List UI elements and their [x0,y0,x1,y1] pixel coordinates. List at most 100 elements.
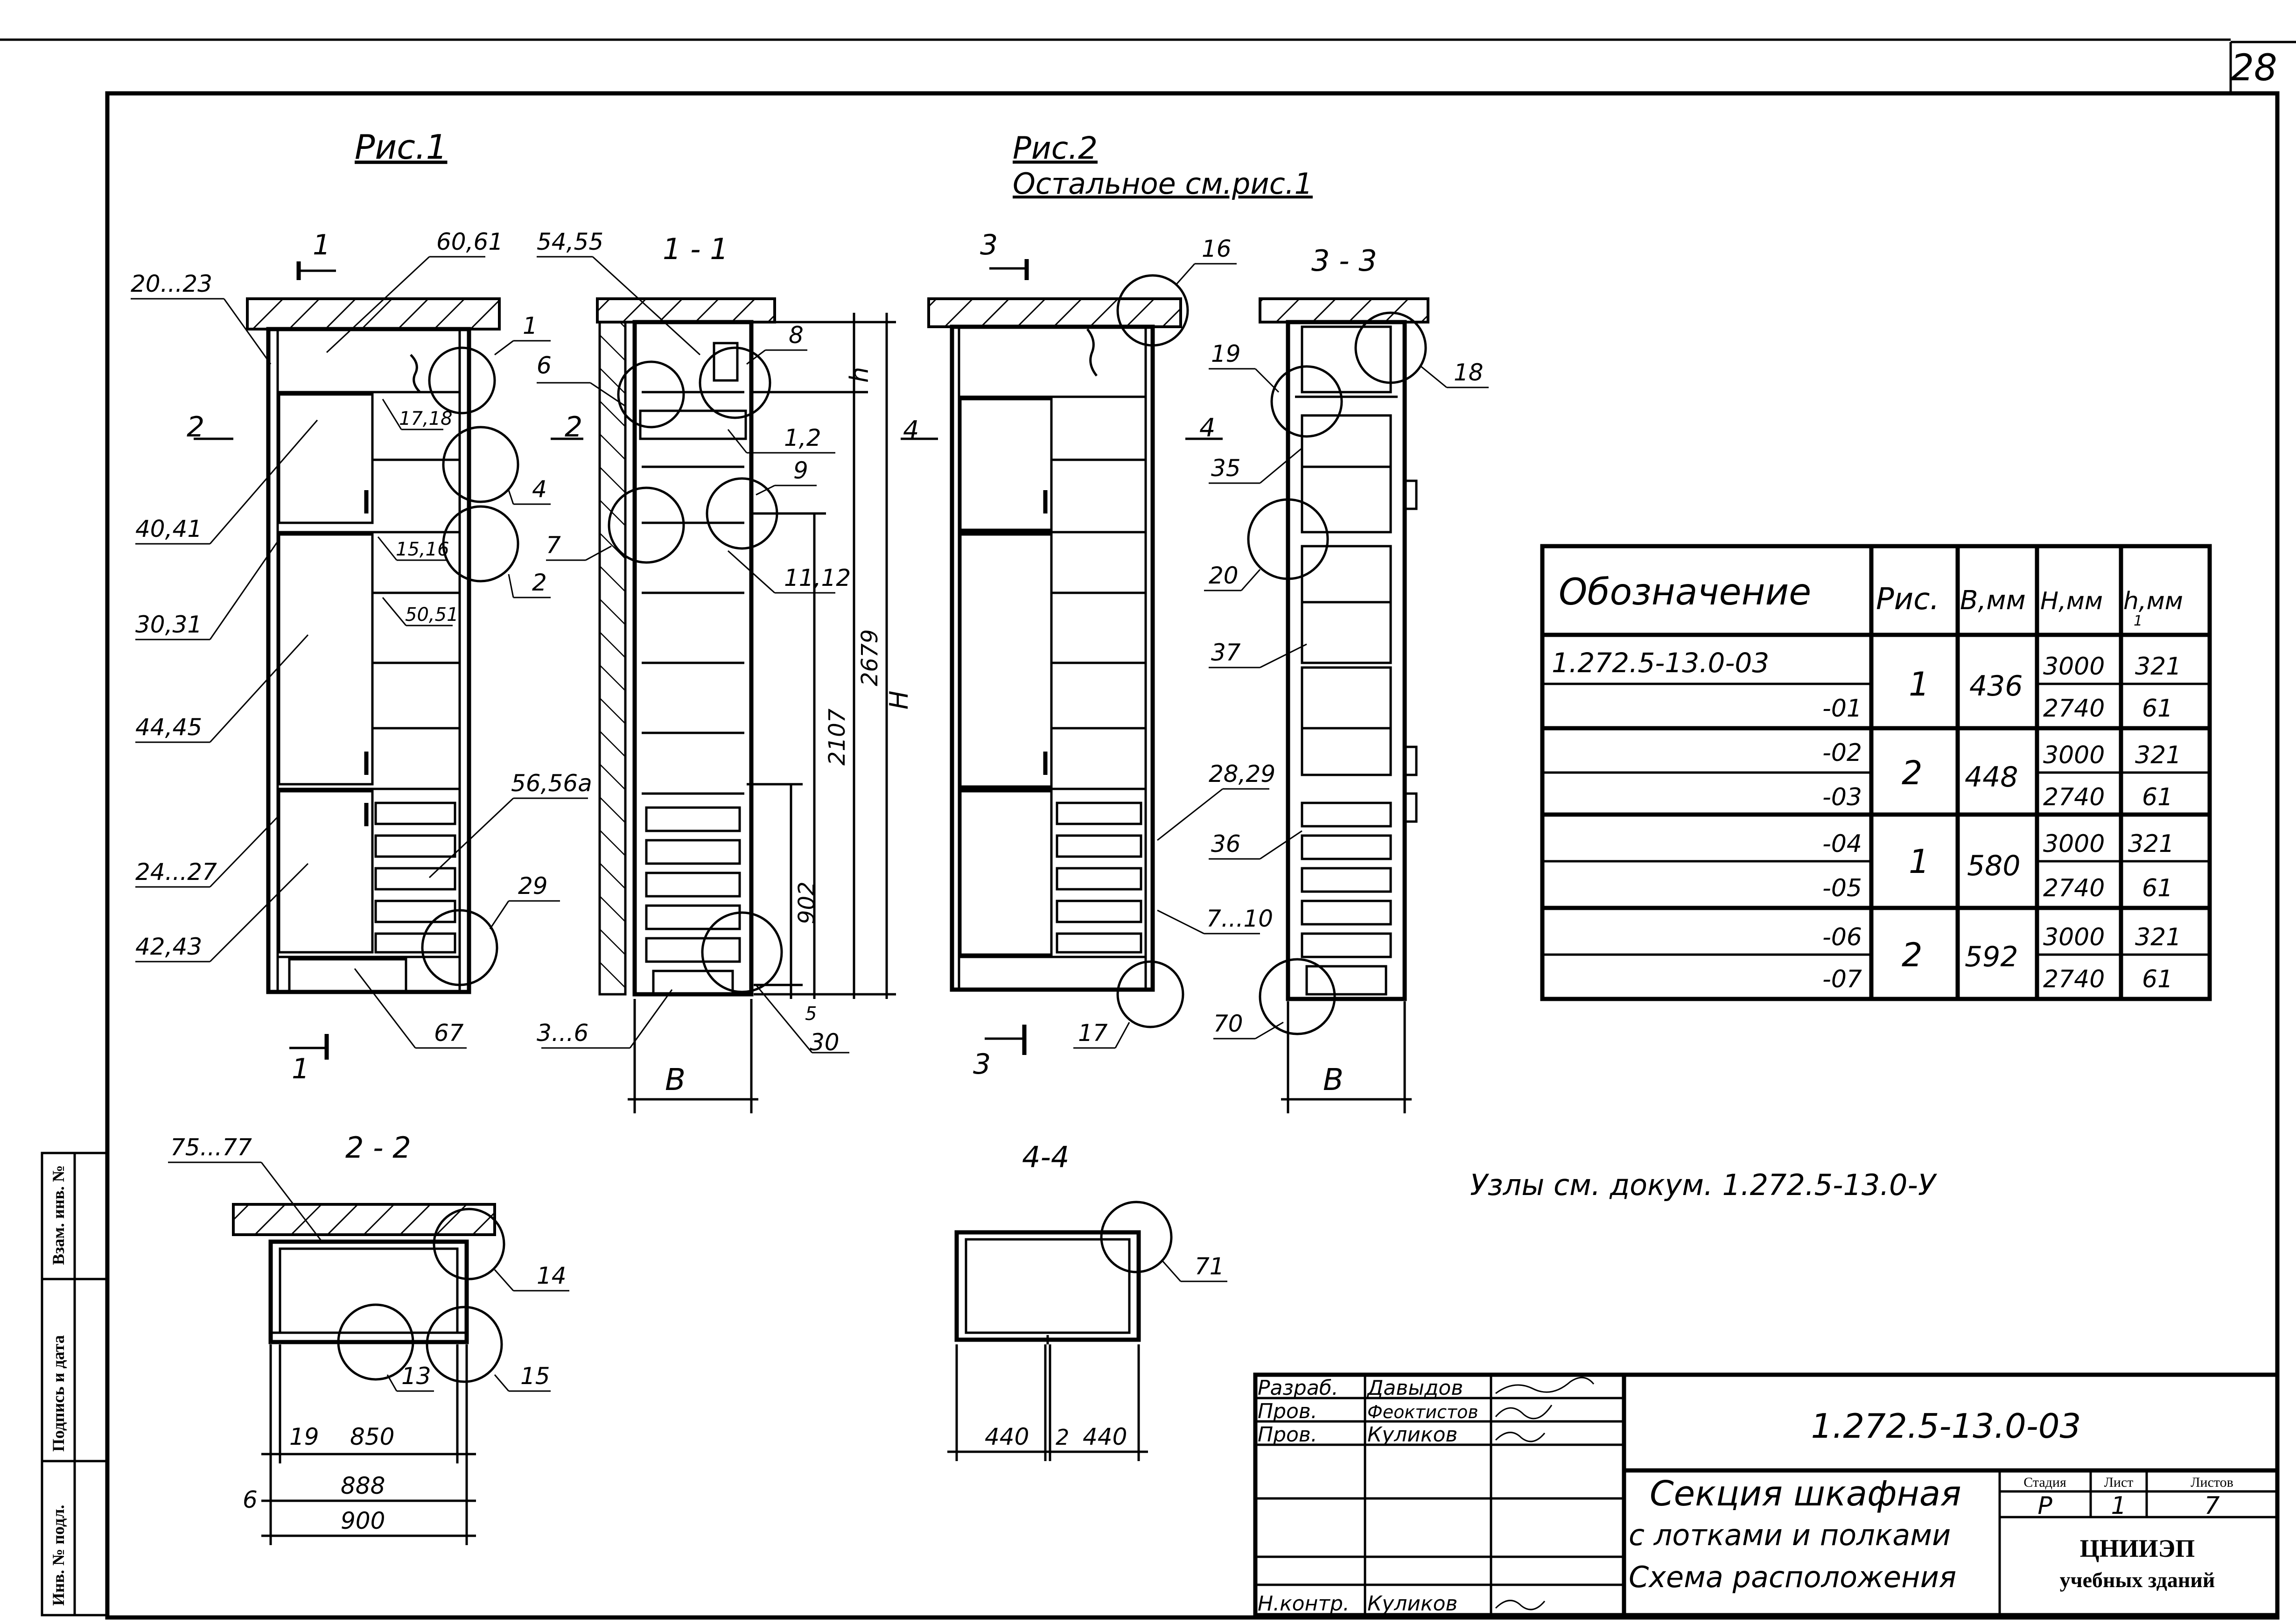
table-group-0-B: 436 [1969,670,2023,703]
table-row-7-code: -07 [1822,965,1862,993]
section-3-3-callout-7-10: 7...10 [1206,905,1273,932]
section-3-3-callout-35: 35 [1211,455,1241,482]
fig1-callout-20-23: 20...23 [131,270,212,297]
table-row-3-h: 61 [2142,783,2173,811]
section-4-4-dim-440-left: 440 [985,1423,1029,1450]
table-row-4-code: -04 [1822,830,1862,858]
title-sheet-value: 1 [2111,1492,2126,1520]
signature-marks [1495,1377,1595,1610]
table-row-7-h: 61 [2142,965,2173,993]
fig1-title: Рис.1 [355,127,448,167]
fig1-callout-4: 4 [532,476,547,503]
title-document-code: 1.272.5-13.0-03 [1811,1406,2081,1446]
table-group-1-B: 448 [1965,761,2018,794]
fig2-section-mark-3-top: 3 [980,229,998,261]
fig2-title: Рис.2 [1013,130,1098,166]
section-1-1-shelves [642,465,744,795]
fig1-callout-2: 2 [532,569,547,596]
section-1-1-callout-6: 6 [537,352,552,379]
section-1-1-callout-9: 9 [793,457,808,484]
title-name-checker-1: Феоктистов [1367,1402,1478,1422]
section-1-1-dim-B: B [665,1063,686,1097]
section-1-1-title: 1 - 1 [663,232,728,266]
section-2-2-callout-13: 13 [401,1363,431,1390]
fig1-section-mark-2-right: 2 [565,411,582,443]
fig1-section-mark-1-bottom: 1 [292,1053,309,1085]
section-1-1-dim-5: 5 [805,1003,817,1025]
side-stamp-orig-label: Инв. № подл. [49,1505,68,1606]
table-row-3-code: -03 [1822,783,1862,811]
title-role-norm-control: Н.контр. [1258,1592,1350,1616]
fig1-callout-6: 6 [537,352,552,379]
title-organization-line-2: учебных зданий [2060,1568,2215,1592]
section-1-1-callout-7: 7 [546,532,561,559]
fig1-section-mark-2-left: 2 [187,411,204,443]
section-3-3-callout-28-29: 28,29 [1209,760,1275,787]
side-stamp: Взам. инв. № Подпись и дата Инв. № подл. [41,1152,109,1617]
section-1-1-dim-2679: 2679 [857,629,883,686]
fig2-section-mark-3-bottom: 3 [973,1048,991,1081]
section-3-3-callout-70: 70 [1213,1010,1243,1037]
title-name-developer: Давыдов [1366,1376,1463,1400]
fig1-callout-15-16: 15,16 [396,539,449,560]
title-block: Разраб. Пров. Пров. Н.контр. Давыдов Фео… [1253,1372,2280,1617]
section-2-2-callout-14: 14 [537,1262,567,1289]
title-sheets-value: 7 [2204,1492,2219,1520]
section-1-1-callout-1-2: 1,2 [784,424,821,451]
fig1-callout-17-18: 17,18 [399,408,453,429]
section-1-1-dim-902: 902 [794,881,820,924]
section-1-1: 1 - 1 [537,228,914,1113]
table-row-6-H: 3000 [2043,923,2105,951]
section-1-1-dim-H: H [884,690,914,710]
section-4-4-dim-2: 2 [1056,1425,1069,1450]
fig2-subtitle: Остальное см.рис.1 [1013,167,1313,201]
section-3-3: 3 - 3 B 18 19 [1157,244,1489,1113]
section-3-3-callout-20: 20 [1209,562,1239,589]
fig1-callout-50-51: 50,51 [405,604,459,626]
fig1-callout-44-45: 44,45 [135,714,202,741]
table-group-0-fig: 1 [1909,665,1930,703]
fig1-section-mark-1-top: 1 [313,229,330,261]
section-3-3-title: 3 - 3 [1311,244,1377,278]
section-4-4: 4-4 71 440 2 440 [947,1140,1227,1461]
title-stage-label: Стадия [2023,1475,2066,1490]
fig2-callout-17: 17 [1078,1019,1108,1047]
table-row-5-H: 2740 [2043,874,2105,902]
table-row-6-h: 321 [2135,923,2181,951]
nodes-reference-note: Узлы см. докум. 1.272.5-13.0-У [1470,1168,1938,1202]
section-1-1-callout-11-12: 11,12 [784,564,851,591]
title-sheets-label: Листов [2191,1475,2233,1490]
title-description-line-2: с лотками и полками [1629,1518,1951,1552]
section-1-1-callout-54-55: 54,55 [537,228,603,255]
table-row-4-H: 3000 [2043,830,2105,858]
title-sheet-label: Лист [2104,1475,2134,1490]
section-4-4-dim-440-right: 440 [1083,1423,1127,1450]
section-3-3-callout-18: 18 [1454,359,1484,386]
fig1-front-view: Рис.1 [131,127,592,1085]
table-header-h: h,мм [2123,587,2183,615]
section-3-3-dim-B: B [1323,1063,1344,1097]
table-row-2-H: 3000 [2043,741,2105,769]
table-row-4-h: 321 [2128,830,2174,858]
title-name-checker-2: Куликов [1367,1423,1457,1447]
table-group-3-fig: 2 [1902,936,1923,974]
table-row-1-code: -01 [1822,695,1862,723]
table-group-1-fig: 2 [1902,754,1923,792]
fig2-section-mark-4-right: 4 [1199,413,1215,443]
table-row-5-code: -05 [1822,874,1862,902]
section-1-1-dim-h: h [845,367,874,383]
section-2-2-callout-75-77: 75...77 [170,1134,252,1161]
section-1-1-callout-8: 8 [789,322,804,349]
section-2-2-dim-850: 850 [350,1423,394,1450]
section-1-1-callout-30: 30 [810,1029,840,1056]
side-stamp-replace-label: Взам. инв. № [49,1165,68,1265]
table-row-0-h: 321 [2135,653,2181,681]
section-4-4-callout-71: 71 [1195,1253,1225,1280]
fig1-callout-42-43: 42,43 [135,933,202,960]
section-2-2-dim-888: 888 [341,1472,385,1499]
table-group-2-B: 580 [1967,850,2021,882]
section-2-2-title: 2 - 2 [345,1131,411,1165]
title-organization-line-1: ЦНИИЭП [2080,1534,2195,1562]
section-2-2-dim-900: 900 [341,1507,385,1534]
